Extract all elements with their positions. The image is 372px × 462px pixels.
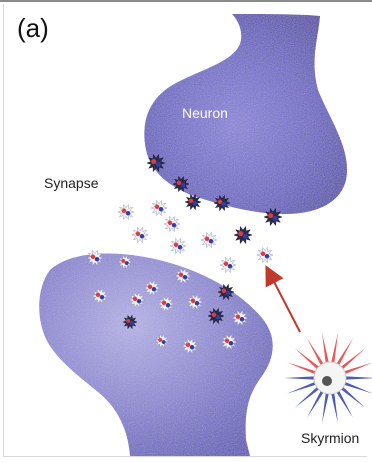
skyrmion-core-red [238,231,243,236]
skyrmion-core-blue [137,299,141,303]
skyrmion-spike [331,333,338,365]
skyrmion-particle [132,227,148,242]
skyrmion-core-red [222,289,226,293]
skyrmion-spike [322,333,329,365]
skyrmion-center [322,376,332,386]
skyrmion-core-red [225,339,229,343]
skyrmion-core-red [205,237,209,241]
skyrmion-core-blue [181,183,185,187]
skyrmion-core-blue [125,261,129,265]
skyrmion-core-red [151,159,156,164]
skyrmion-core-blue [162,340,166,344]
skyrmion-large-icon [284,333,372,424]
skyrmion-spike [336,338,354,367]
skyrmion-particle [234,226,252,243]
skyrmion-core-red [177,181,181,185]
skyrmion-core-blue [222,202,226,206]
skyrmion-arrow [270,274,300,332]
skyrmion-core-red [122,209,126,213]
skyrmion-core-red [224,262,228,266]
skyrmion-particle [164,216,180,231]
skyrmion-core-blue [273,216,278,221]
skyrmion-core-red [261,252,265,256]
skyrmion-core-red [96,293,100,297]
skyrmion-spike [331,391,338,423]
skyrmion-core-red [189,199,193,203]
skyrmion-core-red [155,205,159,209]
skyrmion-core-blue [226,291,230,295]
skyrmion-core-red [212,313,216,317]
skyrmion-core-blue [209,239,213,243]
skyrmion-core-blue [159,207,163,211]
neuron-label: Neuron [182,105,228,121]
skyrmion-core-blue [130,321,134,325]
skyrmion-core-blue [243,234,248,239]
skyrmion-core-red [268,213,273,218]
skyrmion-spike [284,376,316,379]
skyrmion-core-red [174,243,178,247]
skyrmion-core-red [148,285,152,289]
skyrmion-core-red [168,221,172,225]
skyrmion-core-red [179,273,183,277]
skyrmion-spike [322,391,329,423]
skyrmion-core-red [218,200,222,204]
skyrmion-core-blue [172,223,176,227]
skyrmion-core-blue [228,264,232,268]
skyrmion-core-blue [126,211,130,215]
skyrmion-particle [220,257,236,272]
skyrmion-core-blue [193,201,197,205]
skyrmion-core-blue [265,254,269,258]
skyrmion-core-blue [178,245,182,249]
skyrmion-core-blue [190,345,194,349]
skyrmion-spike [307,389,325,418]
skyrmion-core-red [191,299,195,303]
skyrmion-core-red [186,343,190,347]
synapse-label: Synapse [44,175,98,191]
skyrmion-core-blue [95,257,99,261]
skyrmion-core-blue [140,234,144,238]
skyrmion-core-red [236,315,240,319]
skyrmion-spike [336,389,354,418]
skyrmion-core-red [158,338,162,342]
skyrmion-spike [307,338,325,367]
panel-label: (a) [17,13,49,44]
skyrmion-core-red [162,301,166,305]
skyrmion-spike [344,376,372,379]
skyrmion-label: Skyrmion [301,430,359,446]
skyrmion-core-blue [166,303,170,307]
skyrmion-core-red [91,255,95,259]
skyrmion-particle [257,247,273,262]
skyrmion-core-blue [195,301,199,305]
skyrmion-core-blue [100,295,104,299]
skyrmion-core-blue [216,315,220,319]
skyrmion-core-blue [229,341,233,345]
skyrmion-core-blue [183,275,187,279]
skyrmion-core-red [126,319,130,323]
skyrmion-core-red [121,259,125,263]
skyrmion-particle [118,204,134,219]
skyrmion-particle [170,238,186,253]
skyrmion-core-blue [240,317,244,321]
skyrmion-core-red [133,297,137,301]
skyrmion-particle [201,232,217,247]
skyrmion-core-blue [152,287,156,291]
skyrmion-core-red [136,232,140,236]
skyrmion-core-blue [156,162,161,167]
skyrmion-particle [151,200,167,215]
